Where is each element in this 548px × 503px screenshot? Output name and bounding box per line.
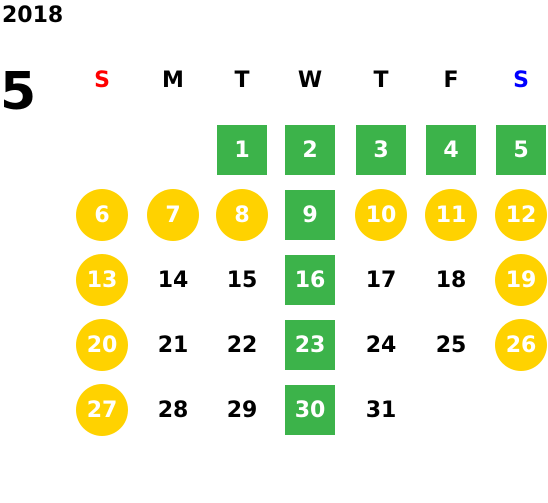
calendar-day-10[interactable]: 10 bbox=[355, 189, 407, 241]
calendar-day-12[interactable]: 12 bbox=[495, 189, 547, 241]
weekday-header-saturday: S bbox=[513, 68, 529, 93]
weekday-header-thursday: T bbox=[373, 68, 389, 93]
calendar-day-7[interactable]: 7 bbox=[147, 189, 199, 241]
year-label: 2018 bbox=[2, 3, 64, 28]
calendar-day-25[interactable]: 25 bbox=[435, 332, 467, 358]
calendar-day-14[interactable]: 14 bbox=[157, 267, 189, 293]
calendar-day-8[interactable]: 8 bbox=[216, 189, 268, 241]
calendar-day-24[interactable]: 24 bbox=[365, 332, 397, 358]
weekday-header-monday: M bbox=[162, 68, 184, 93]
weekday-header-sunday: S bbox=[94, 68, 110, 93]
calendar-day-20[interactable]: 20 bbox=[76, 319, 128, 371]
calendar-day-15[interactable]: 15 bbox=[226, 267, 258, 293]
month-label: 5 bbox=[0, 62, 37, 122]
calendar-day-6[interactable]: 6 bbox=[76, 189, 128, 241]
calendar-day-3[interactable]: 3 bbox=[356, 125, 406, 175]
calendar-day-9[interactable]: 9 bbox=[285, 190, 335, 240]
calendar-day-31[interactable]: 31 bbox=[365, 397, 397, 423]
calendar-day-5[interactable]: 5 bbox=[496, 125, 546, 175]
calendar-day-29[interactable]: 29 bbox=[226, 397, 258, 423]
calendar-day-22[interactable]: 22 bbox=[226, 332, 258, 358]
calendar-day-1[interactable]: 1 bbox=[217, 125, 267, 175]
calendar-day-28[interactable]: 28 bbox=[157, 397, 189, 423]
weekday-header-tuesday: T bbox=[234, 68, 250, 93]
calendar-day-4[interactable]: 4 bbox=[426, 125, 476, 175]
calendar-day-13[interactable]: 13 bbox=[76, 254, 128, 306]
weekday-header-friday: F bbox=[443, 68, 459, 93]
calendar-day-11[interactable]: 11 bbox=[425, 189, 477, 241]
calendar-day-16[interactable]: 16 bbox=[285, 255, 335, 305]
weekday-header-wednesday: W bbox=[297, 68, 323, 93]
calendar-day-17[interactable]: 17 bbox=[365, 267, 397, 293]
calendar-day-27[interactable]: 27 bbox=[76, 384, 128, 436]
calendar-day-19[interactable]: 19 bbox=[495, 254, 547, 306]
calendar-day-21[interactable]: 21 bbox=[157, 332, 189, 358]
calendar-day-30[interactable]: 30 bbox=[285, 385, 335, 435]
calendar-day-26[interactable]: 26 bbox=[495, 319, 547, 371]
calendar-day-23[interactable]: 23 bbox=[285, 320, 335, 370]
calendar-day-2[interactable]: 2 bbox=[285, 125, 335, 175]
calendar-day-18[interactable]: 18 bbox=[435, 267, 467, 293]
